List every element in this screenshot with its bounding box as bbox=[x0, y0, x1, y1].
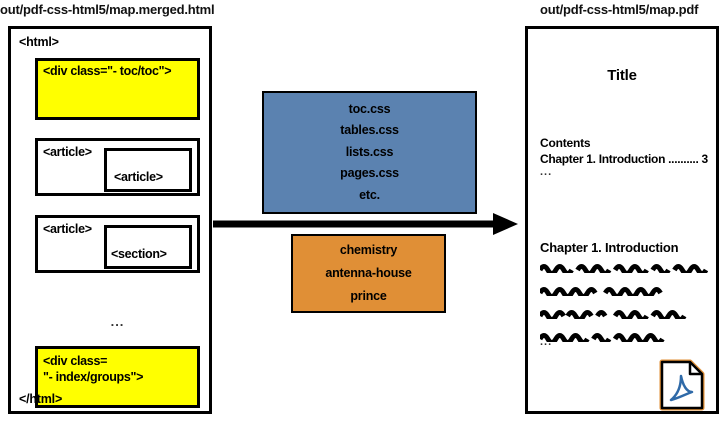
article-block-1-inner: <article> bbox=[104, 148, 192, 192]
output-file-caption: out/pdf-css-html5/map.pdf bbox=[540, 2, 699, 17]
article-block-2-label: <article> bbox=[43, 222, 92, 236]
squiggle-line-icon bbox=[537, 287, 663, 299]
squiggle-line-icon bbox=[537, 333, 665, 345]
toc-div-block: <div class="- toc/toc"> bbox=[35, 58, 200, 120]
pdf-contents-ellipsis: ... bbox=[540, 166, 553, 178]
article-block-2-inner: <section> bbox=[104, 225, 192, 269]
merged-html-panel: <html> <div class="- toc/toc"> <article>… bbox=[8, 26, 212, 414]
css-item: tables.css bbox=[340, 123, 399, 138]
html-open-tag: <html> bbox=[19, 35, 59, 49]
index-div-label: <div class= "- index/groups"> bbox=[43, 354, 144, 384]
pdf-chapter-heading: Chapter 1. Introduction bbox=[540, 240, 679, 255]
css-item: toc.css bbox=[348, 102, 391, 117]
index-div-block: <div class= "- index/groups"> bbox=[35, 346, 200, 408]
engine-item: chemistry bbox=[339, 242, 398, 257]
pdf-body-text-placeholder bbox=[537, 262, 709, 354]
source-file-caption: out/pdf-css-html5/map.merged.html bbox=[0, 2, 215, 17]
pdf-output-panel: Title Contents Chapter 1. Introduction .… bbox=[525, 26, 719, 414]
squiggle-line-icon bbox=[537, 310, 687, 322]
article-block-2: <article> <section> bbox=[35, 215, 200, 273]
pdf-body-ellipsis: ... bbox=[540, 336, 553, 348]
css-item: etc. bbox=[359, 187, 380, 202]
toc-div-label: <div class="- toc/toc"> bbox=[43, 64, 172, 78]
pdf-contents-heading: Contents bbox=[540, 136, 591, 150]
engine-item: antenna-house bbox=[325, 265, 412, 280]
pdf-page-title: Title bbox=[607, 67, 637, 84]
html-structure-ellipsis: ... bbox=[110, 314, 125, 329]
css-item: lists.css bbox=[345, 144, 394, 159]
article-block-1-label: <article> bbox=[43, 145, 92, 159]
article-block-2-inner-label: <section> bbox=[111, 247, 167, 261]
css-stylesheets-box: toc.css tables.css lists.css pages.css e… bbox=[262, 91, 477, 214]
process-arrow-icon bbox=[213, 213, 518, 235]
formatter-engines-box: chemistry antenna-house prince bbox=[291, 234, 446, 313]
pdf-contents-entry: Chapter 1. Introduction .......... 3 bbox=[540, 152, 708, 166]
engine-item: prince bbox=[350, 289, 387, 304]
article-block-1: <article> <article> bbox=[35, 138, 200, 196]
article-block-1-inner-label: <article> bbox=[114, 170, 163, 184]
css-item: pages.css bbox=[340, 166, 399, 181]
html-close-tag: </html> bbox=[19, 392, 63, 406]
pdf-file-icon bbox=[659, 359, 705, 411]
squiggle-line-icon bbox=[537, 264, 709, 276]
